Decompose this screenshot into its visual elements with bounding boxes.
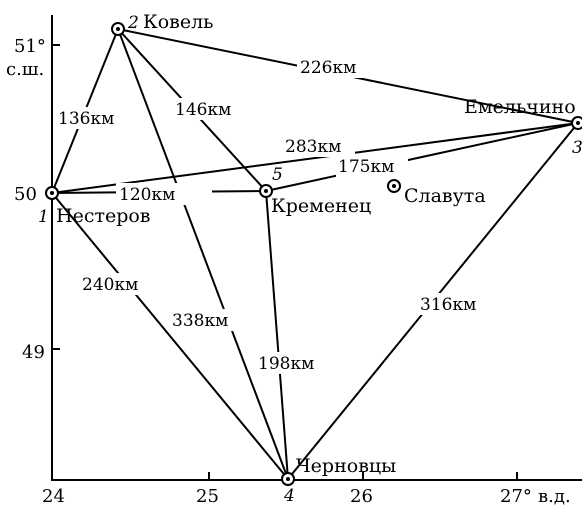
city-number-2: 2 (127, 13, 139, 33)
road-label-1-3: 283км (285, 137, 341, 157)
x-tick-label-27: 27° (500, 486, 532, 506)
y-tick-label-51: 51° (14, 36, 46, 57)
road-2-4 (117, 28, 289, 480)
city-name-kovel: Ковель (143, 11, 214, 33)
road-label-2-4: 338км (172, 311, 228, 331)
road-label-2-3: 226км (300, 58, 356, 78)
city-number-4: 4 (283, 486, 295, 506)
city-name-nesterov: Нестеров (56, 205, 151, 227)
x-tick-label-25: 25 (196, 486, 219, 506)
road-label-1-4: 240км (82, 275, 138, 295)
road-label-1-5: 120км (119, 185, 175, 205)
city-marker-icon (281, 472, 295, 486)
x-unit-label: в.д. (538, 486, 571, 506)
y-tick-label-49: 49 (22, 342, 45, 363)
city-marker-icon (111, 22, 125, 36)
city-name-chernovtsy: Черновцы (296, 455, 396, 477)
road-5-4 (265, 190, 289, 480)
x-tick-label-26: 26 (350, 486, 373, 506)
city-number-3: 3 (572, 138, 582, 158)
road-label-2-5: 146км (175, 100, 231, 120)
y-unit-label: с.ш. (6, 59, 44, 80)
y-tick-label-50: 50 (14, 184, 37, 205)
city-name-kremenets: Кременец (271, 195, 371, 217)
road-5-3 (265, 122, 579, 192)
city-name-slavuta: Славута (404, 185, 486, 207)
road-1-4 (51, 192, 289, 480)
city-number-5: 5 (272, 165, 283, 185)
city-marker-icon (387, 179, 401, 193)
city-number-1: 1 (38, 207, 49, 227)
road-label-4-3: 316км (420, 295, 476, 315)
road-1-3 (51, 122, 579, 194)
x-tick-label-24: 24 (42, 486, 65, 506)
city-marker-icon (259, 184, 273, 198)
city-labels: 1 Нестеров 2 Ковель Емельчино 3 Черновцы… (38, 11, 582, 506)
road-label-1-2: 136км (58, 109, 114, 129)
road-label-5-3: 175км (338, 157, 394, 177)
axis-labels: 51° с.ш. 50 49 24 25 26 27° в.д. (6, 36, 571, 506)
city-marker-icon (45, 186, 59, 200)
city-name-emelchino: Емельчино (464, 96, 576, 118)
city-markers (45, 22, 582, 486)
distance-labels: 136км 226км 146км 283км 175км 120км 240к… (56, 56, 490, 374)
city-marker-icon (571, 116, 582, 130)
road-label-5-4: 198км (258, 354, 314, 374)
